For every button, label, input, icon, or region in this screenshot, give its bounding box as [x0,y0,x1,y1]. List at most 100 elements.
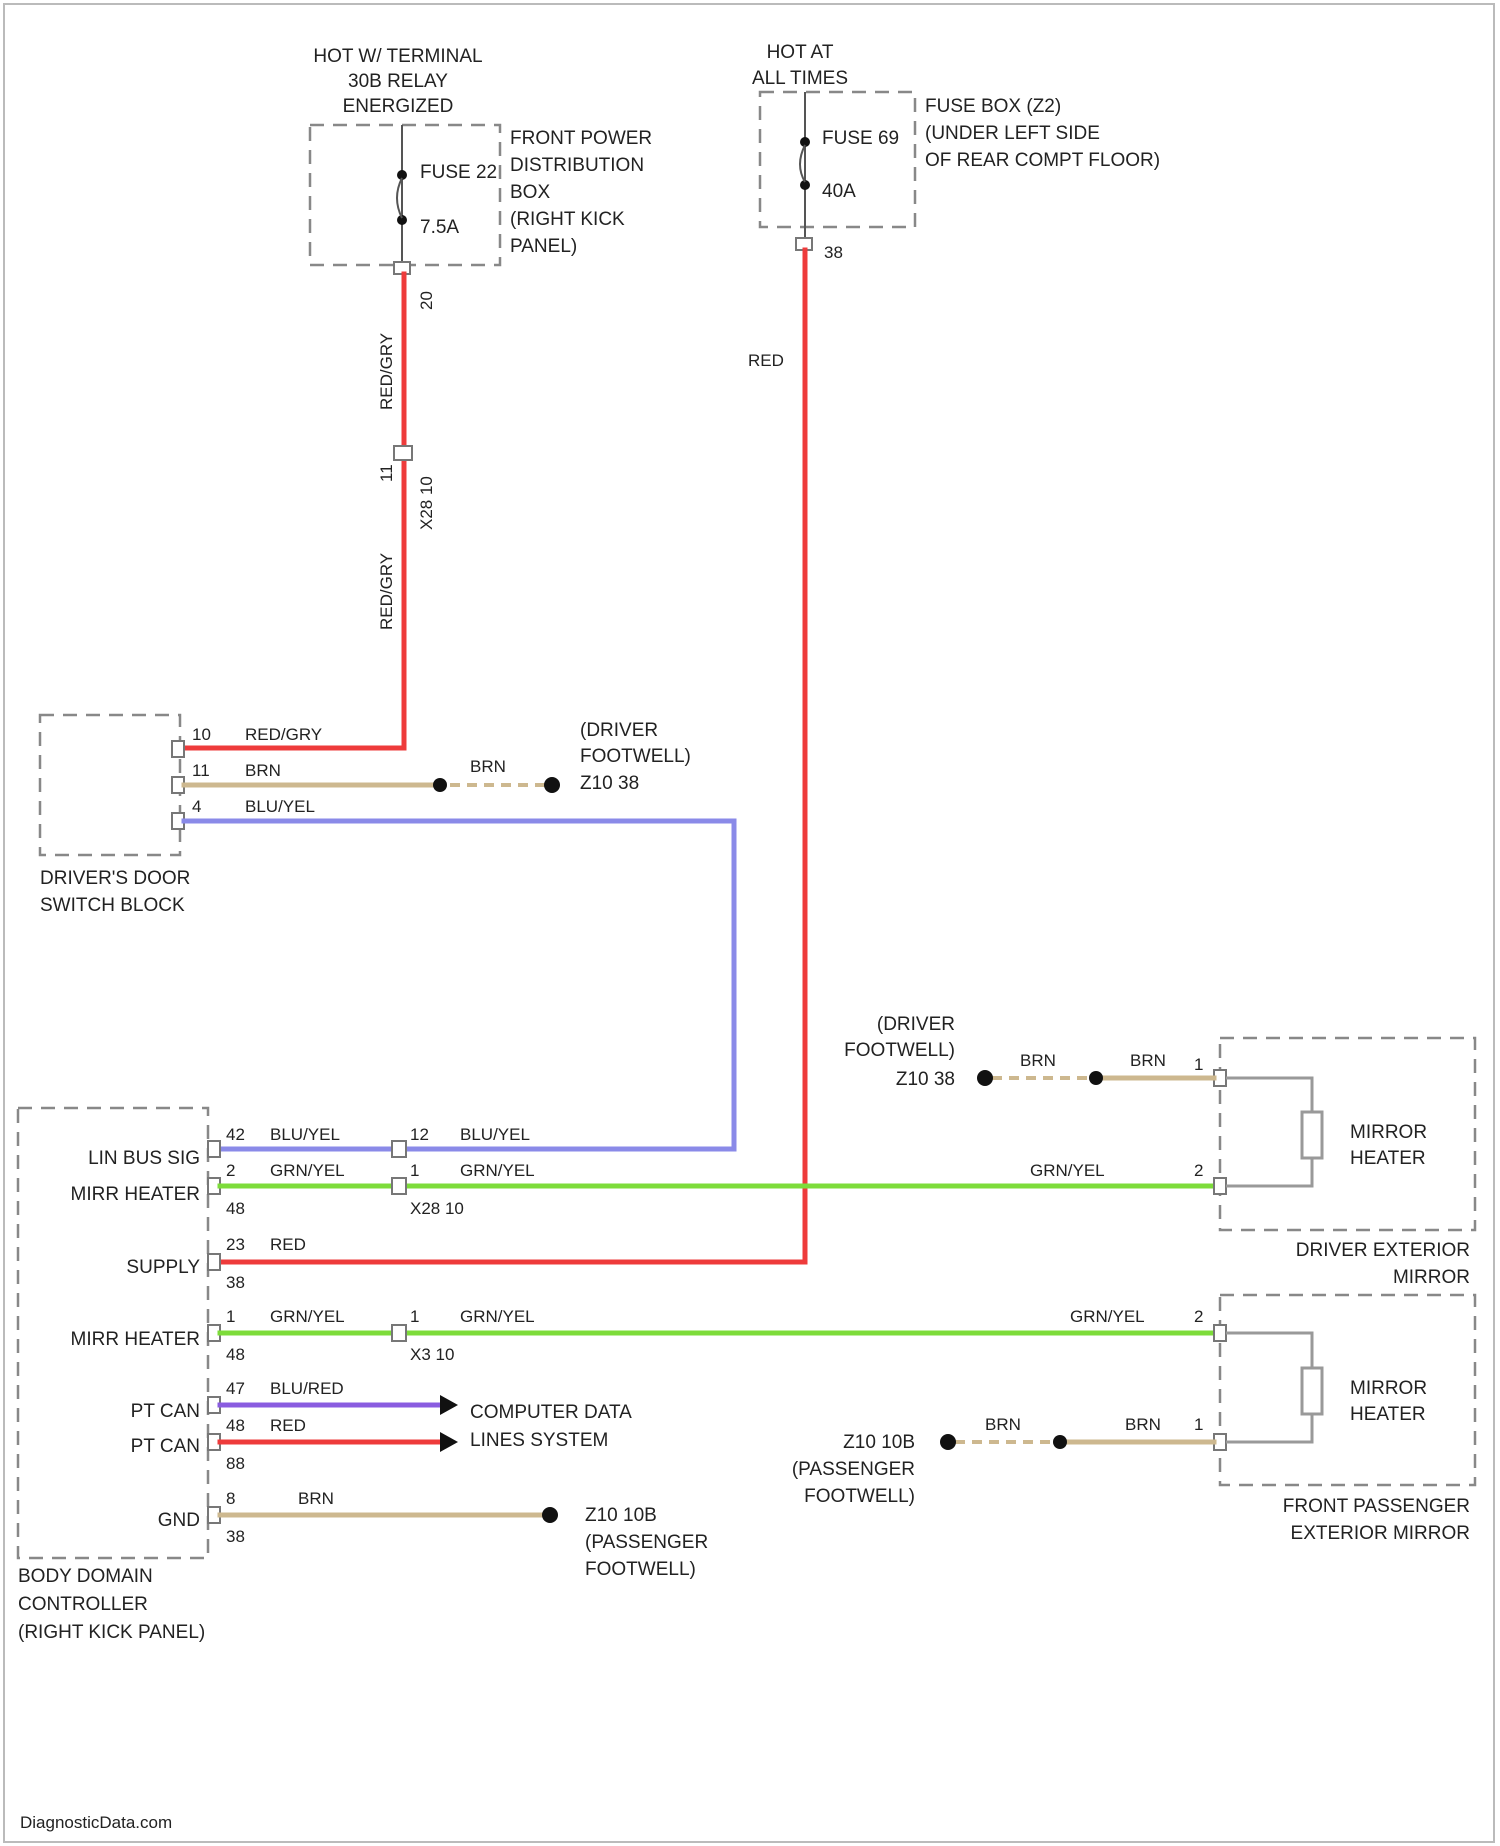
bdc-pin-ptcan2-color: RED [270,1416,306,1435]
driver-mirror-ground-3: Z10 38 [896,1069,955,1090]
driver-mirror-internal [1226,1078,1312,1112]
driver-mirror-brn-left: BRN [1020,1051,1056,1070]
bdc-pin-supply-gauge: 38 [226,1273,245,1292]
passenger-mirror-heater-element [1302,1368,1322,1414]
drivers-switch-label-1: DRIVER'S DOOR [40,868,190,889]
bdc-pin-gnd-gauge: 38 [226,1527,245,1546]
computer-data-line2: LINES SYSTEM [470,1430,608,1451]
drivers-switch-label-2: SWITCH BLOCK [40,895,185,916]
bdc-pin-gnd-name: GND [158,1510,200,1531]
passenger-mirror-box [1220,1295,1475,1485]
passenger-mirror-ground-3: FOOTWELL) [804,1486,915,1507]
passenger-mirror-heater-1: MIRROR [1350,1378,1427,1399]
lin-connector-pin [392,1141,406,1157]
wire-red-gry-label-2: RED/GRY [377,553,396,630]
wire-brn-switch-label: BRN [470,757,506,776]
driver-mirror-ground-1: (DRIVER [877,1014,955,1035]
drivers-switch-box [40,715,180,855]
passenger-mirror-pin1-num: 1 [1194,1415,1203,1434]
x28-connector-pin [392,1178,406,1194]
passenger-mirror-pin2 [1214,1325,1226,1341]
inline-connector-name: X28 10 [417,476,436,530]
ground-symbol-bdc [542,1507,558,1523]
rear-fuse-label-2: (UNDER LEFT SIDE [925,123,1100,144]
bdc-pin-ptcan1-color: BLU/RED [270,1379,344,1398]
switch-ground-label-2: FOOTWELL) [580,746,691,767]
x3-connector-num: 1 [410,1307,419,1326]
front-pdb-label-4: (RIGHT KICK [510,209,625,230]
bdc-pin-mirr1-num: 2 [226,1161,235,1180]
bdc-pin-ptcan2-num: 48 [226,1416,245,1435]
front-fuse-name: FUSE 22 [420,162,497,183]
bdc-pin-ptcan1-name: PT CAN [131,1401,200,1422]
driver-mirror-pin2-num: 2 [1194,1161,1203,1180]
passenger-mirror-green-label: GRN/YEL [1070,1307,1145,1326]
driver-mirror-internal-2 [1226,1158,1312,1186]
splice-dot-passenger-mirror [1053,1435,1067,1449]
passenger-mirror-label-1: FRONT PASSENGER [1283,1496,1470,1517]
passenger-mirror-internal [1226,1333,1312,1368]
wire-red-gry-label-1: RED/GRY [377,333,396,410]
driver-mirror-heater-2: HEATER [1350,1148,1426,1169]
switch-ground-label-1: (DRIVER [580,720,658,741]
driver-mirror-label-2: MIRROR [1393,1267,1470,1288]
source-terminal30b-line2: 30B RELAY [348,71,448,92]
bdc-pin-lin-num: 42 [226,1125,245,1144]
computer-data-line1: COMPUTER DATA [470,1402,632,1423]
bdc-pin-mirr2-color: GRN/YEL [270,1307,345,1326]
drivers-switch-pin-10 [172,741,184,757]
bdc-label-1: BODY DOMAIN [18,1566,153,1587]
arrow-ptcan-low [440,1432,458,1452]
driver-mirror-pin2 [1214,1178,1226,1194]
passenger-mirror-brn-left: BRN [985,1415,1021,1434]
drivers-switch-pin-11-color: BRN [245,761,281,780]
driver-mirror-heater-1: MIRROR [1350,1122,1427,1143]
passenger-mirror-ground-1: Z10 10B [843,1432,915,1453]
source-terminal30b-line1: HOT W/ TERMINAL [313,46,482,67]
driver-mirror-brn-right: BRN [1130,1051,1166,1070]
source-hot-line1: HOT AT [767,42,834,63]
drivers-switch-pin-4-num: 4 [192,797,201,816]
drivers-switch-pin-4-color: BLU/YEL [245,797,315,816]
watermark: DiagnosticData.com [20,1813,172,1832]
wire-red-supply [220,250,805,1262]
wire-red-label: RED [748,351,784,370]
bdc-label-2: CONTROLLER [18,1594,148,1615]
x3-connector-pin [392,1325,406,1341]
ground-symbol-switch [544,777,560,793]
source-terminal30b-line3: ENERGIZED [343,96,454,117]
bdc-ground-label-3: FOOTWELL) [585,1559,696,1580]
lin-connector-num: 12 [410,1125,429,1144]
splice-dot-driver-mirror [1089,1071,1103,1085]
x28-connector-name: X28 10 [410,1199,464,1218]
page-frame [4,4,1494,1842]
bdc-pin-ptcan2-name: PT CAN [131,1436,200,1457]
drivers-switch-pin-10-num: 10 [192,725,211,744]
x3-connector-color: GRN/YEL [460,1307,535,1326]
passenger-mirror-ground-2: (PASSENGER [792,1459,915,1480]
bdc-ground-label-2: (PASSENGER [585,1532,708,1553]
bdc-pin-mirr1-color: GRN/YEL [270,1161,345,1180]
rear-fuse-label-3: OF REAR COMPT FLOOR) [925,150,1160,171]
passenger-mirror-pin2-num: 2 [1194,1307,1203,1326]
driver-mirror-green-label: GRN/YEL [1030,1161,1105,1180]
rear-fuse-gauge: 38 [824,243,843,262]
arrow-ptcan-high [440,1395,458,1415]
splice-dot-switch [433,778,447,792]
bdc-pin-ptcan2-gauge: 88 [226,1454,245,1473]
front-pdb-box [310,125,500,265]
lin-connector-color: BLU/YEL [460,1125,530,1144]
bdc-pin-supply-color: RED [270,1235,306,1254]
rear-fuse-box [760,92,915,227]
front-pdb-label-1: FRONT POWER [510,128,652,149]
bdc-ground-label-1: Z10 10B [585,1505,657,1526]
bdc-pin-mirr1-gauge: 48 [226,1199,245,1218]
ground-symbol-driver-mirror [977,1070,993,1086]
front-fuse-rating: 7.5A [420,217,459,238]
rear-fuse-label-1: FUSE BOX (Z2) [925,96,1061,117]
x3-connector-name: X3 10 [410,1345,454,1364]
wire-blu-yel-lin [184,821,734,1149]
bdc-pin-supply-name: SUPPLY [126,1257,200,1278]
front-pdb-label-5: PANEL) [510,236,577,257]
